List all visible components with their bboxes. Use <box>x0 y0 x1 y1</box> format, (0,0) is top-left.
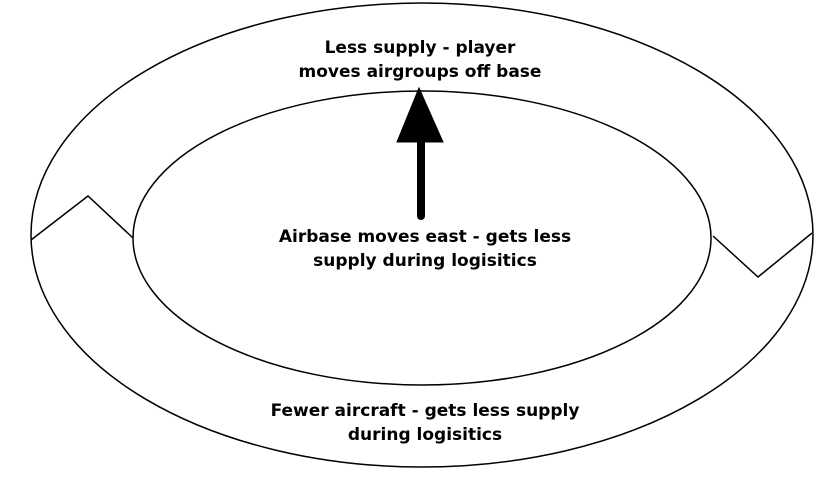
top-label-line-2: moves airgroups off base <box>298 62 542 82</box>
bottom-label-line-2: during logisitics <box>347 425 503 445</box>
center-label-line-1: Airbase moves east - gets less <box>278 227 572 247</box>
top-segment-label: Less supply - player moves airgroups off… <box>270 36 570 84</box>
arrow-up-icon <box>396 86 444 143</box>
bottom-label-line-1: Fewer aircraft - gets less supply <box>270 401 580 421</box>
center-label-line-2: supply during logisitics <box>313 251 537 271</box>
top-label-line-1: Less supply - player <box>324 38 516 58</box>
bottom-segment-label: Fewer aircraft - gets less supply during… <box>255 399 595 447</box>
zigzag-connector-right-icon <box>712 232 813 278</box>
center-segment-label: Airbase moves east - gets less supply du… <box>255 225 595 273</box>
zigzag-connector-left-icon <box>30 195 134 241</box>
